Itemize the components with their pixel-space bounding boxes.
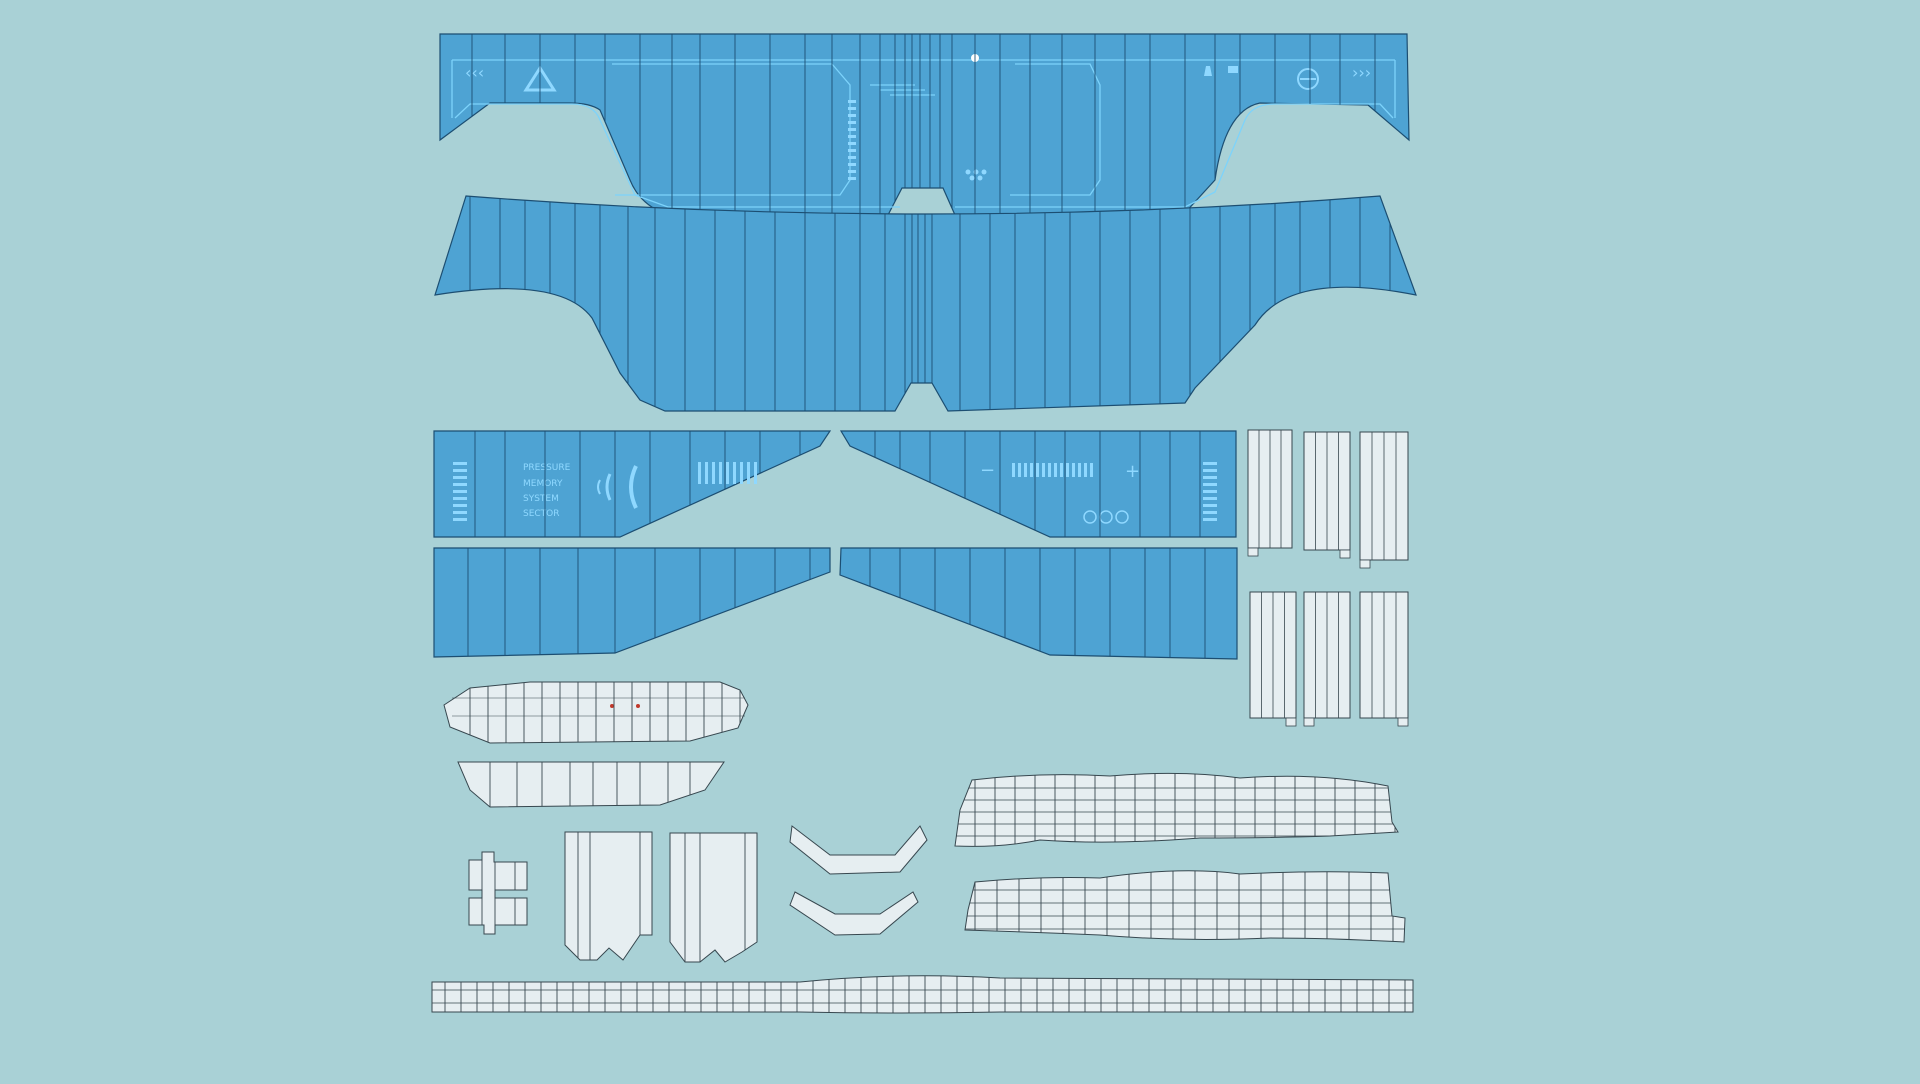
uv-island-long-bottom-strip [431, 975, 1414, 1014]
meter-bar [1203, 497, 1217, 500]
meter-bar [754, 462, 757, 484]
white-strip-piece [1359, 431, 1409, 569]
meter-bar [1030, 463, 1033, 477]
minus-symbol: − [980, 460, 995, 481]
plus-symbol: + [1125, 461, 1140, 482]
uv-island-organic-strip-upper [954, 772, 1399, 847]
meter-bar [1042, 463, 1045, 477]
target-reticle-icon [1297, 68, 1319, 90]
meter-bar [747, 462, 750, 484]
meter-bar [453, 504, 467, 507]
meter-bar [453, 469, 467, 472]
label-sector: SECTOR [523, 509, 560, 519]
meter-bar [1060, 463, 1063, 477]
meter-bar [1203, 504, 1217, 507]
uv-island-boat-shape-top [443, 681, 749, 744]
meter-bar [1018, 463, 1021, 477]
uv-island-white-strips [1247, 429, 1409, 727]
white-strip-piece [1249, 591, 1297, 727]
meter-bar [1066, 463, 1069, 477]
meter-bar [705, 462, 708, 484]
seam-lines [684, 833, 746, 962]
meter-bar [1203, 476, 1217, 479]
meter-bar [1203, 511, 1217, 514]
uv-island-right-hud-panel: − + [839, 430, 1237, 538]
meter-bar [1203, 518, 1217, 521]
uv-island-boat-shape-bottom [457, 761, 725, 808]
uv-island-block-left [564, 831, 653, 961]
meter-bar [1084, 463, 1087, 477]
marker-dot [610, 704, 614, 708]
white-strip-piece [1303, 591, 1351, 727]
meter-bar [848, 142, 856, 145]
meter-bar [848, 170, 856, 173]
meter-bar [733, 462, 736, 484]
meter-bar [1048, 463, 1051, 477]
meter-bar [1203, 462, 1217, 465]
uv-island-block-right [669, 832, 758, 963]
left-vertical-meter [453, 462, 467, 521]
meter-bar [848, 163, 856, 166]
meter-bar [453, 462, 467, 465]
meter-bar [453, 497, 467, 500]
right-vertical-meter [1203, 462, 1217, 521]
seam-lines [955, 773, 1398, 847]
meter-bar [1203, 483, 1217, 486]
label-memory: MEMORY [523, 479, 563, 489]
label-pressure: PRESSURE [523, 463, 571, 473]
uv-island-arc-lower [789, 891, 919, 936]
uv-island-top-hud-panel: ‹‹‹ ››› [439, 33, 1410, 216]
meter-bar [848, 156, 856, 159]
white-strip-piece [1303, 431, 1351, 559]
white-strip-piece [1359, 591, 1409, 727]
meter-bar [1072, 463, 1075, 477]
meter-bar [848, 135, 856, 138]
meter-bar [1090, 463, 1093, 477]
meter-bar [848, 114, 856, 117]
uv-island-curved-panel [434, 195, 1417, 412]
uv-island-left-lower-panel [433, 547, 831, 658]
meter-bar [453, 511, 467, 514]
marker-dot [636, 704, 640, 708]
meter-bar [848, 107, 856, 110]
uv-island-left-hud-panel: PRESSURE MEMORY SYSTEM SECTOR [433, 430, 832, 538]
meter-bar [453, 483, 467, 486]
meter-bar [848, 128, 856, 131]
meter-bar [1078, 463, 1081, 477]
meter-bar [848, 100, 856, 103]
meter-bar [1203, 469, 1217, 472]
meter-bar [453, 476, 467, 479]
meter-bar [453, 490, 467, 493]
signal-wave-icon [597, 465, 638, 509]
meter-bar [1012, 463, 1015, 477]
meter-bar [719, 462, 722, 484]
bell-icon [1204, 66, 1212, 76]
horizontal-level-bars [698, 462, 757, 484]
meter-bar [1036, 463, 1039, 477]
meter-bar [848, 121, 856, 124]
level-meter-bars [848, 100, 856, 180]
meter-bar [453, 518, 467, 521]
meter-bar [848, 149, 856, 152]
meter-bar [848, 177, 856, 180]
uv-island-small-bracket [468, 851, 528, 935]
meter-bar [698, 462, 701, 484]
slider-track-bars [1012, 463, 1093, 477]
meter-bar [1024, 463, 1027, 477]
meter-bar [740, 462, 743, 484]
meter-bar [712, 462, 715, 484]
meter-bar [1203, 490, 1217, 493]
white-strip-piece [1247, 429, 1293, 557]
seam-lines [432, 975, 1413, 1013]
hud-left-arrows: ‹‹‹ [465, 63, 484, 82]
hud-right-arrows: ››› [1352, 63, 1371, 82]
meter-bar [1054, 463, 1057, 477]
uv-island-arc-upper [789, 825, 928, 875]
label-system: SYSTEM [523, 494, 559, 504]
battery-icon [1228, 66, 1238, 73]
uv-island-right-lower-panel [839, 547, 1238, 660]
meter-bar [726, 462, 729, 484]
